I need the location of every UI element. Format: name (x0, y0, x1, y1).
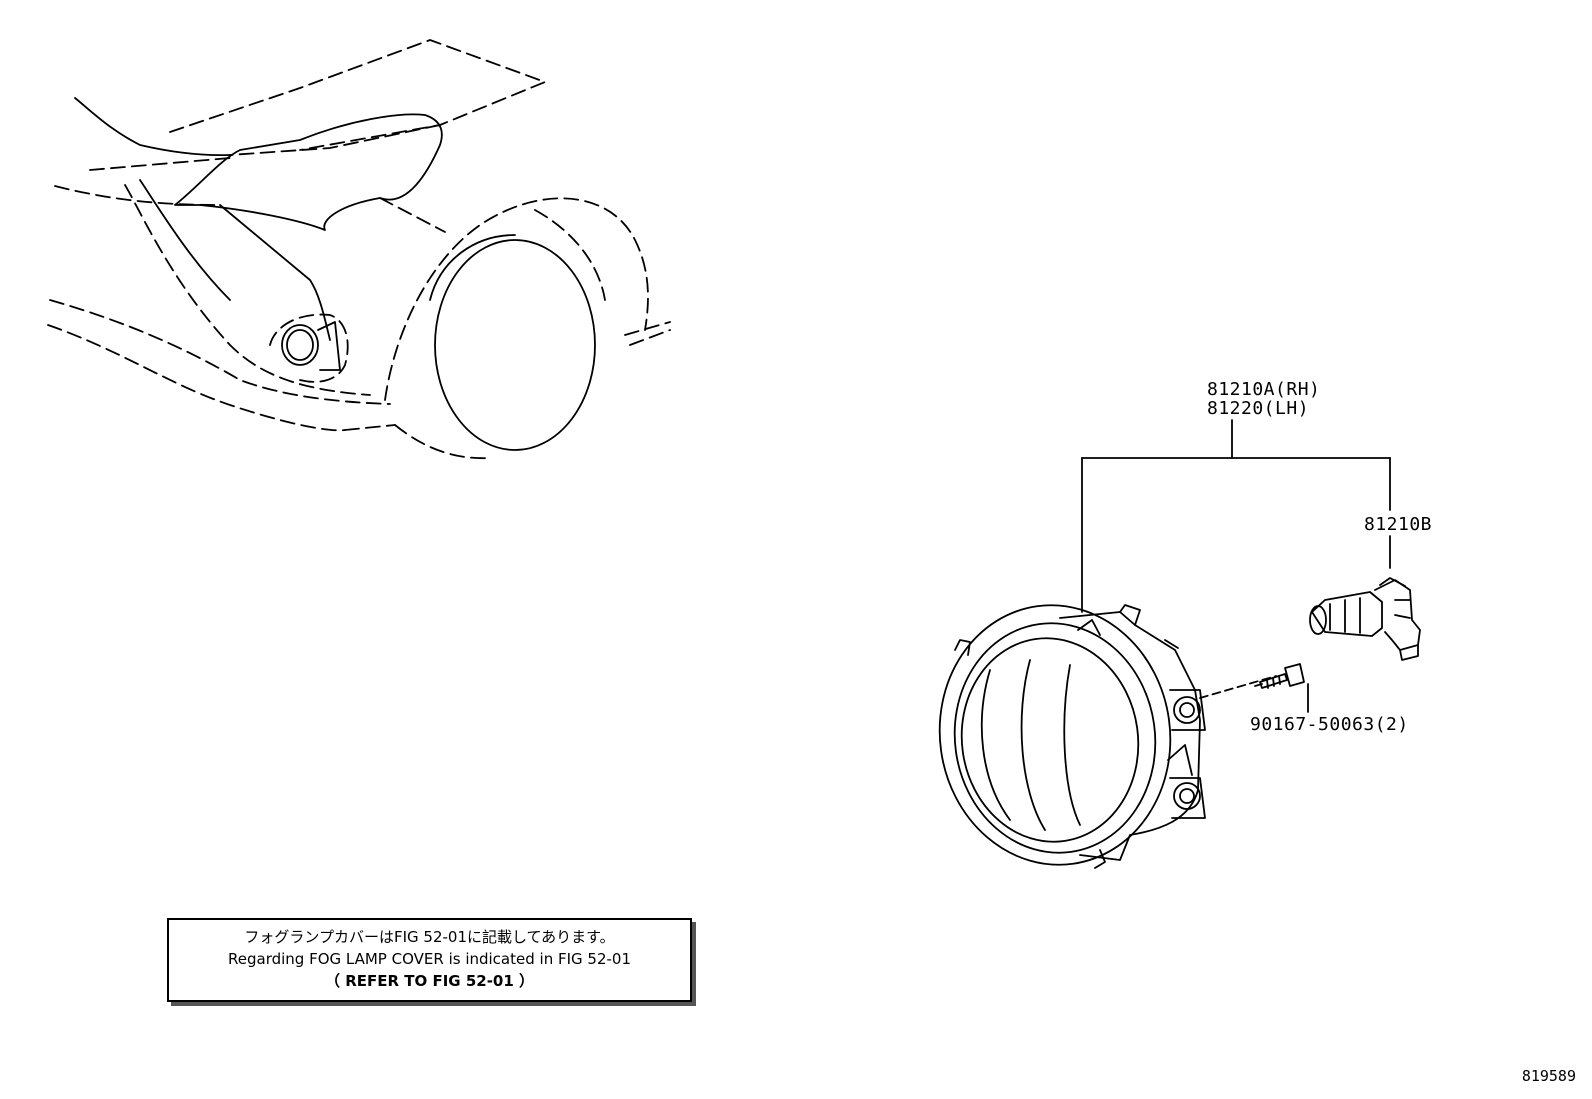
fog-lamp-assembly (938, 604, 1206, 869)
note-english: Regarding FOG LAMP COVER is indicated in… (228, 950, 631, 968)
vehicle-front-outline (47, 39, 671, 460)
callout-fog-lamp-rh: 81210A(RH) (1207, 379, 1321, 400)
callout-fog-lamp-lh: 81220(LH) (1207, 398, 1310, 419)
note-refer: （ REFER TO FIG 52-01 ） (324, 972, 535, 990)
vehicle-front-solid (74, 97, 596, 451)
callout-bulb: 81210B (1364, 514, 1433, 535)
reference-note-box: フォグランプカバーはFIG 52-01に記載してあります。 Regarding … (167, 918, 692, 1002)
screw-illustration (1254, 663, 1305, 689)
bulb-illustration (1309, 577, 1421, 661)
callout-screw: 90167-50063(2) (1250, 714, 1409, 735)
figure-number: 819589 (1521, 1067, 1576, 1085)
callout-leaders (1081, 419, 1391, 713)
note-japanese: フォグランプカバーはFIG 52-01に記載してあります。 (244, 928, 615, 946)
